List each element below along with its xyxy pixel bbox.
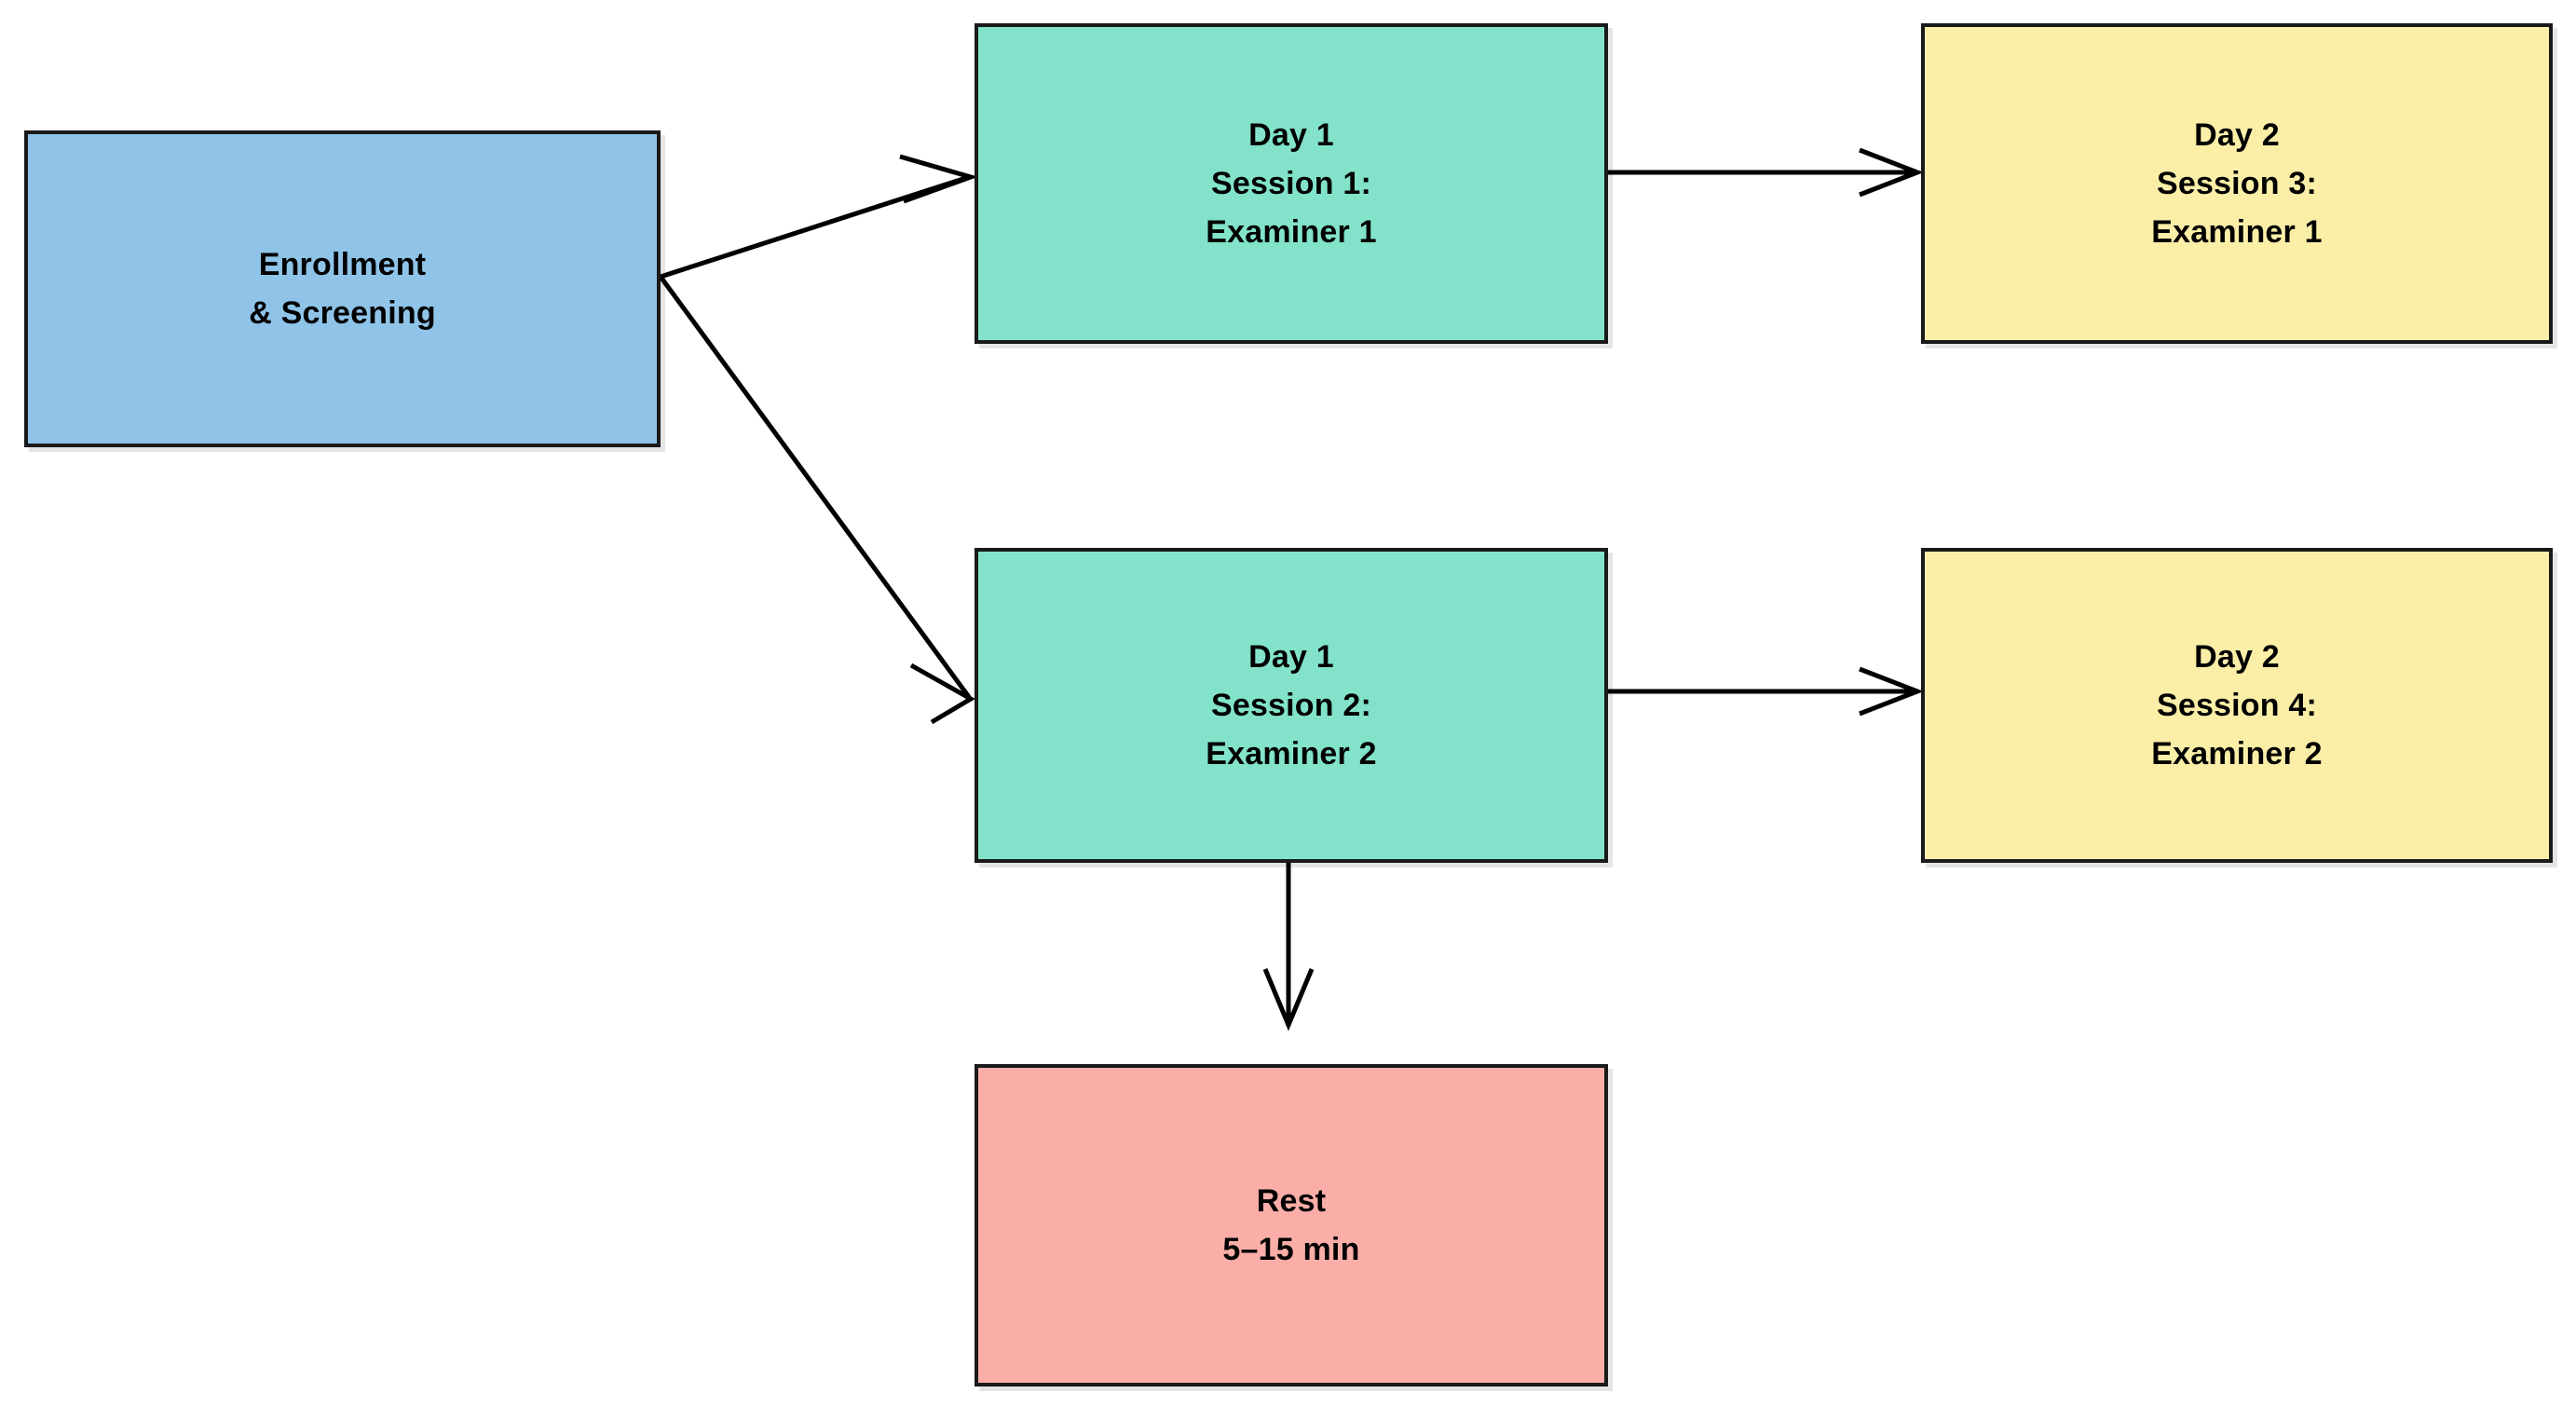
day1-session1-node[interactable]: Day 1 Session 1: Examiner 1 [975,23,1608,344]
day2-session3-node[interactable]: Day 2 Session 3: Examiner 1 [1921,23,2553,344]
rest-line-1: Rest [1256,1183,1327,1219]
day2-session3-line-2: Session 3: [2156,166,2318,201]
day1-session2-line-1: Day 1 [1248,639,1334,675]
day2-session4-line-3: Examiner 2 [2151,736,2323,772]
day1-session1-line-3: Examiner 1 [1206,214,1377,250]
enrollment-screening-line-1: Enrollment [258,247,427,282]
connector-session2-to-rest [1262,863,1315,1031]
day1-session2-line-3: Examiner 2 [1206,736,1377,772]
connector-enrollment-to-session1-line [660,174,970,280]
connector-enrollment-to-session2-line [658,275,972,699]
rest-node[interactable]: Rest 5–15 min [975,1064,1608,1387]
day1-session2-line-2: Session 2: [1210,688,1372,723]
day2-session4-node[interactable]: Day 2 Session 4: Examiner 2 [1921,548,2553,863]
day1-session1-line-1: Day 1 [1248,117,1334,153]
day1-session1-line-2: Session 1: [1210,166,1372,201]
day2-session3-line-3: Examiner 1 [2151,214,2323,250]
connector-session2-to-session4 [1605,666,1924,717]
connector-session1-to-session3-arrowhead-icon [1859,147,1924,198]
rest-line-2: 5–15 min [1222,1232,1360,1267]
day2-session4-line-2: Session 4: [2156,688,2318,723]
connector-enrollment-to-session1 [660,154,979,280]
day1-session2-node[interactable]: Day 1 Session 2: Examiner 2 [975,548,1608,863]
connector-enrollment-to-session2-arrowhead-icon [909,663,975,725]
connector-session1-to-session3 [1605,147,1924,198]
connector-enrollment-to-session2 [658,275,975,725]
connector-enrollment-to-session1-arrowhead-icon [899,154,979,204]
enrollment-screening-line-2: & Screening [249,295,436,331]
connector-session2-to-session4-arrowhead-icon [1859,666,1924,717]
enrollment-screening-node[interactable]: Enrollment & Screening [24,130,661,447]
day2-session3-line-1: Day 2 [2194,117,2280,153]
day2-session4-line-1: Day 2 [2194,639,2280,675]
connector-session2-to-rest-arrowhead-icon [1262,968,1315,1031]
